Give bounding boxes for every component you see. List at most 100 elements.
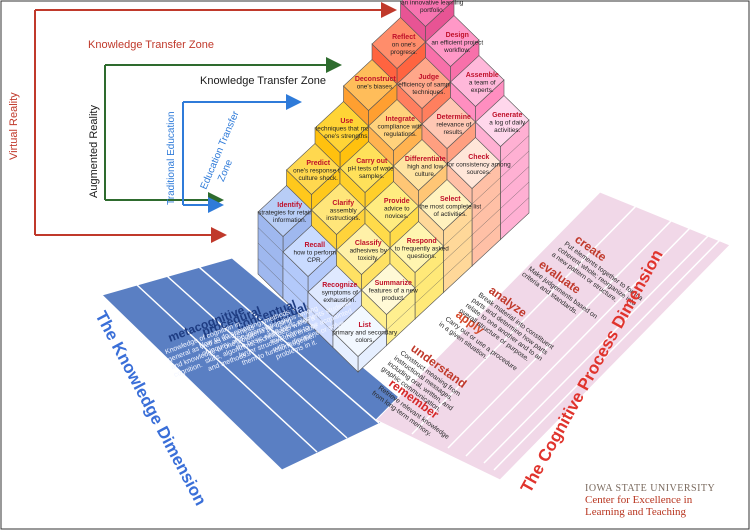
base-panels xyxy=(101,191,731,481)
cube-top-face xyxy=(257,185,312,237)
cube-grid-line xyxy=(500,197,530,225)
cube-top-face xyxy=(400,0,455,27)
cp-sep-2 xyxy=(447,219,673,449)
cell-detail: instructions. xyxy=(326,215,360,222)
cell-verb: Integrate xyxy=(385,116,415,123)
cube-top-face xyxy=(332,305,387,357)
cell-verb: Assemble xyxy=(466,72,499,79)
cell-verb: Design xyxy=(446,32,469,39)
cube-top-face xyxy=(364,181,419,233)
cell-detail: workflow. xyxy=(443,47,471,54)
cell-detail: culture shock. xyxy=(299,175,339,182)
cube-top-face xyxy=(286,143,341,195)
cp-sep-4 xyxy=(483,235,709,464)
cell-detail: assembly xyxy=(330,208,358,215)
cell-detail: one's biases. xyxy=(357,84,394,91)
cube-grid-line xyxy=(500,150,530,178)
cube-grid-line xyxy=(443,234,473,262)
cube-grid-line xyxy=(307,307,334,333)
cell-verb: Deconstruct xyxy=(355,76,397,83)
cell-verb: Judge xyxy=(418,74,439,81)
cube-grid-line xyxy=(471,192,501,220)
cell-detail: colors. xyxy=(355,337,374,344)
augmented-reality-label: Augmented Reality xyxy=(88,105,100,198)
cell-detail: of activities. xyxy=(434,211,468,218)
cell-detail: one's response to xyxy=(293,168,344,175)
cube-grid-line xyxy=(471,177,501,205)
cube-top-face xyxy=(361,263,416,315)
cube-top-face xyxy=(282,225,337,277)
cell-detail: results. xyxy=(443,129,464,136)
cell-verb: Recognize xyxy=(322,282,357,289)
cell-verb: List xyxy=(359,322,372,329)
cube-top-face xyxy=(446,137,501,189)
cell-detail: CPR. xyxy=(307,257,322,264)
cell-detail: sources. xyxy=(467,169,491,176)
cell-detail: toxicity. xyxy=(358,255,379,262)
cell-detail: activities. xyxy=(494,127,521,134)
cell-verb: Provide xyxy=(384,198,410,205)
cube-grid-line xyxy=(471,208,501,236)
cell-detail: experts. xyxy=(471,87,494,94)
cell-verb: Generate xyxy=(492,112,522,119)
cube-grid-line xyxy=(500,181,530,209)
cube-grid-line xyxy=(500,166,530,194)
cube-top-face xyxy=(450,55,505,107)
cube-grid-line xyxy=(471,223,501,251)
kd-sep-3 xyxy=(198,266,380,424)
cube-top-face xyxy=(393,139,448,191)
cube-top-face xyxy=(314,101,369,153)
cell-detail: advice to xyxy=(384,206,410,213)
cell-verb: Reflect xyxy=(392,34,416,41)
cell-verb: Identify xyxy=(277,202,302,209)
cell-detail: culture. xyxy=(415,171,436,178)
logo-center-line-2: Learning and Teaching xyxy=(585,506,687,518)
cell-verb: Differentiate xyxy=(405,156,446,163)
cube-top-face xyxy=(421,97,476,149)
cell-verb: Predict xyxy=(306,160,330,167)
cube-top-face xyxy=(418,179,473,231)
kd-sep-1 xyxy=(136,284,318,453)
cp-sep-3 xyxy=(465,227,691,457)
cell-detail: exhaustion. xyxy=(323,297,356,304)
cell-detail: techniques. xyxy=(412,89,445,96)
cube-grid-line xyxy=(282,267,309,293)
cell-detail: relevance of xyxy=(436,122,471,129)
cube-grid-line xyxy=(443,250,473,278)
cell-detail: samples. xyxy=(359,173,385,180)
cube-grid-line xyxy=(414,261,444,289)
iowa-state-logo: Iowa State University Center for Excelle… xyxy=(585,483,745,518)
cube-top-face xyxy=(311,183,366,235)
cell-verb: Use xyxy=(340,118,353,125)
cell-verb: Clarify xyxy=(332,200,354,207)
cube-grid-line xyxy=(386,303,416,331)
cube-top-face xyxy=(368,99,423,151)
cube-top-face xyxy=(389,221,444,273)
cell-detail: compliance with xyxy=(378,124,424,131)
traditional-education-label: Traditional Education xyxy=(166,111,177,205)
knowledge-transfer-label-1: Knowledge Transfer Zone xyxy=(88,39,214,51)
cube-grid-line xyxy=(282,282,309,308)
logo-center-line-1: Center for Excellence in xyxy=(585,494,693,506)
cell-detail: an innovative learning xyxy=(401,0,464,7)
cube-top-face xyxy=(396,57,451,109)
cell-detail: portfolio. xyxy=(420,7,445,14)
cell-detail: symptoms of xyxy=(322,290,358,297)
